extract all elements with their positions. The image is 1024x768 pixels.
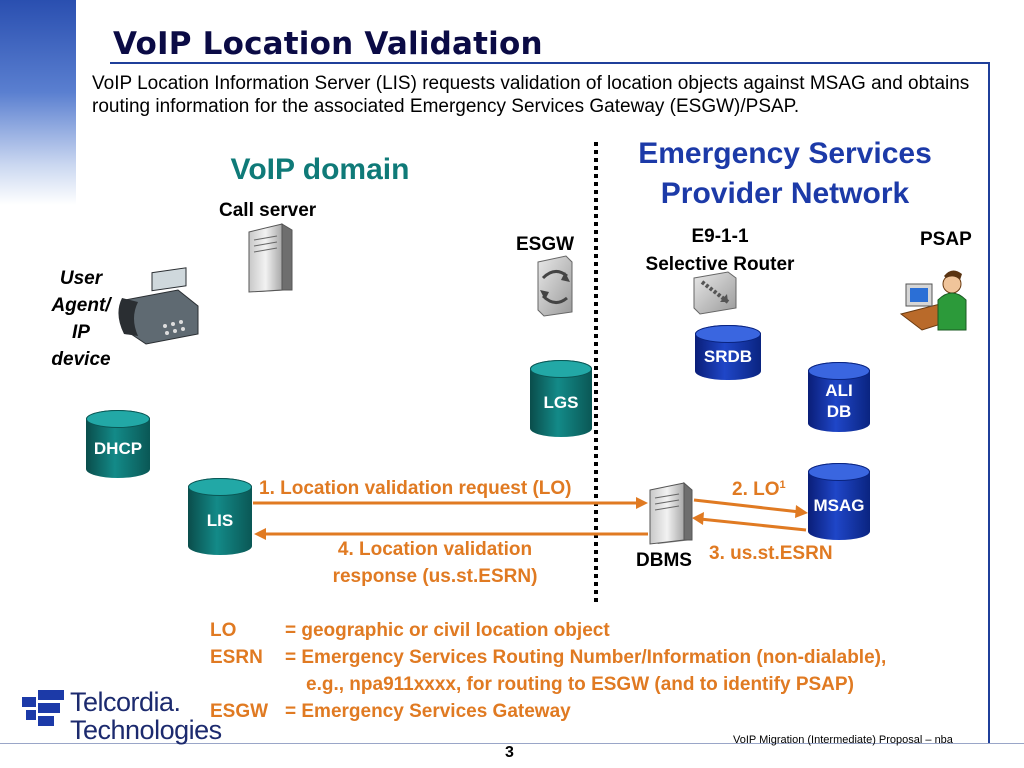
dhcp-database: DHCP <box>86 410 150 478</box>
legend-row: LO = geographic or civil location object <box>210 620 1010 647</box>
arrow-location-request <box>253 497 648 509</box>
message-location-request: 1. Location validation request (LO) <box>259 478 572 499</box>
esp-network-heading: Emergency Services Provider Network <box>600 134 970 214</box>
msag-database: MSAG <box>808 463 870 540</box>
legend-value: e.g., npa911xxxx, for routing to ESGW (a… <box>306 674 854 695</box>
arrow-lo-to-msag <box>693 498 808 518</box>
ali-db-database: ALI DB <box>808 362 870 432</box>
message-lo-to-msag: 2. LO1 <box>732 479 786 501</box>
esp-heading-line2: Provider Network <box>660 177 910 210</box>
dhcp-label: DHCP <box>93 438 143 458</box>
voip-domain-heading: VoIP domain <box>230 153 410 186</box>
left-accent-bar <box>0 0 76 205</box>
esgw-gateway-icon <box>537 255 573 317</box>
ali-db-label-line1: ALI <box>825 381 853 400</box>
ip-phone-icon <box>118 267 199 345</box>
psap-operator-icon <box>899 270 967 331</box>
dbms-label: DBMS <box>636 550 692 571</box>
slide-title: VoIP Location Validation <box>113 26 543 62</box>
title-rule <box>110 62 990 64</box>
footer-rule <box>0 743 1024 744</box>
footer-caption: VoIP Migration (Intermediate) Proposal –… <box>733 734 953 746</box>
arrow-esrn-from-msag <box>692 512 807 532</box>
legend-row: ESGW = Emergency Services Gateway <box>210 701 1010 728</box>
lis-database: LIS <box>188 478 252 555</box>
telcordia-logo-text: Telcordia. Technologies <box>70 688 222 744</box>
message-lo-superscript: 1 <box>779 479 786 491</box>
lgs-label: LGS <box>543 393 579 412</box>
message-lo-text: 2. LO <box>732 479 780 500</box>
dbms-server-icon <box>649 481 693 545</box>
srdb-label: SRDB <box>703 347 753 366</box>
logo-text-line1: Telcordia. <box>70 687 181 717</box>
right-rule <box>988 62 990 744</box>
selective-router-label-line2: Selective Router <box>645 254 795 275</box>
esgw-label: ESGW <box>516 234 575 255</box>
lis-label: LIS <box>206 511 234 530</box>
user-agent-label-line3: IP <box>72 322 90 343</box>
telcordia-logo-mark <box>22 690 64 726</box>
user-agent-label: User Agent/ IP device <box>40 265 122 373</box>
page-number: 3 <box>505 744 514 761</box>
lgs-database: LGS <box>530 360 592 437</box>
legend-value: = Emergency Services Gateway <box>285 701 571 722</box>
selective-router-label-line1: E9-1-1 <box>691 226 749 247</box>
srdb-database: SRDB <box>695 325 761 380</box>
user-agent-label-line4: device <box>51 349 111 370</box>
call-server-icon <box>248 223 293 293</box>
ali-db-label-line2: DB <box>826 402 852 421</box>
call-server-label: Call server <box>219 200 317 221</box>
user-agent-label-line1: User <box>59 268 103 289</box>
legend-key: ESGW <box>210 701 269 722</box>
legend-row: ESRN = Emergency Services Routing Number/… <box>210 647 1010 674</box>
legend-value: = geographic or civil location object <box>285 620 610 641</box>
message-validation-response-line1: 4. Location validation <box>337 539 533 560</box>
esp-heading-line1: Emergency Services <box>638 137 932 170</box>
intro-text: VoIP Location Information Server (LIS) r… <box>92 73 970 117</box>
legend-key: ESRN <box>210 647 263 668</box>
user-agent-label-line2: Agent/ <box>51 295 111 316</box>
message-esrn-from-msag: 3. us.st.ESRN <box>709 543 833 564</box>
message-validation-response-line2: response (us.st.ESRN) <box>332 566 538 587</box>
legend: LO= geographic or civil location object … <box>210 620 1010 728</box>
selective-router-label: E9-1-1 Selective Router <box>620 223 820 279</box>
logo-text-line2: Technologies <box>70 715 222 745</box>
arrow-validation-response <box>254 528 648 540</box>
legend-key: LO <box>210 620 237 641</box>
message-validation-response: 4. Location validation response (us.st.E… <box>300 536 570 590</box>
msag-label: MSAG <box>813 496 865 515</box>
legend-value: = Emergency Services Routing Number/Info… <box>285 647 887 668</box>
selective-router-icon <box>693 271 737 315</box>
psap-label: PSAP <box>920 229 972 250</box>
legend-row: e.g., npa911xxxx, for routing to ESGW (a… <box>210 674 1010 701</box>
